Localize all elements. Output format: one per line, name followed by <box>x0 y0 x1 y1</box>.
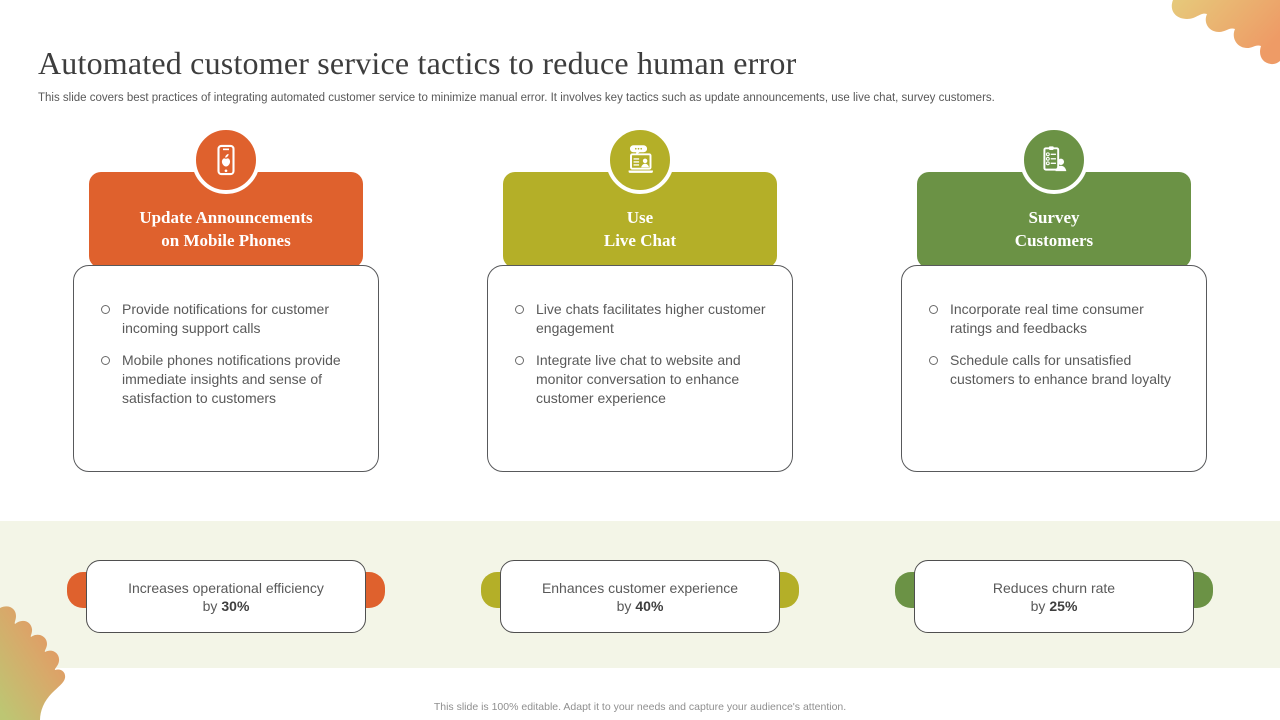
column-title-line2: Live Chat <box>603 231 677 250</box>
bullet-item: Mobile phones notifications provide imme… <box>101 351 354 408</box>
stat-by-label: by <box>616 597 632 614</box>
column-title-line2: Customers <box>1014 231 1094 250</box>
corner-blob-bottom-left <box>0 606 66 720</box>
column-card: Live chats facilitates higher customer e… <box>487 265 793 472</box>
bullet-item: Incorporate real time consumer ratings a… <box>929 300 1182 338</box>
stat-text: Increases operational efficiency <box>128 579 324 596</box>
bullet-list: Live chats facilitates higher customer e… <box>488 266 792 408</box>
column-title-line1: Update Announcements <box>139 208 313 227</box>
mobile-phone-icon <box>192 126 260 194</box>
bullet-item: Provide notifications for customer incom… <box>101 300 354 338</box>
bullet-item: Schedule calls for unsatisfied customers… <box>929 351 1182 389</box>
column-title-line1: Survey <box>1028 208 1080 227</box>
column-card: Incorporate real time consumer ratings a… <box>901 265 1207 472</box>
column-use-live-chat: Use Live Chat Live chats facilitates hig… <box>481 126 799 608</box>
page-title: Automated customer service tactics to re… <box>38 45 797 82</box>
column-title-line2: on Mobile Phones <box>161 231 291 250</box>
stat-text: Enhances customer experience <box>541 579 739 596</box>
footer-note: This slide is 100% editable. Adapt it to… <box>433 701 847 713</box>
bullet-item: Integrate live chat to website and monit… <box>515 351 768 408</box>
bullet-item: Live chats facilitates higher customer e… <box>515 300 768 338</box>
stat-by-label: by <box>202 597 218 614</box>
column-update-announcements: Update Announcements on Mobile Phones Pr… <box>67 126 385 608</box>
column-card: Provide notifications for customer incom… <box>73 265 379 472</box>
survey-checklist-icon <box>1020 126 1088 194</box>
bullet-list: Incorporate real time consumer ratings a… <box>902 266 1206 389</box>
live-chat-icon <box>606 126 674 194</box>
slide-subtitle: This slide covers best practices of inte… <box>38 91 995 104</box>
stat-by-label: by <box>1030 597 1046 614</box>
stat-value: 30% <box>221 597 250 614</box>
bullet-list: Provide notifications for customer incom… <box>74 266 378 408</box>
stat-value: 25% <box>1049 597 1078 614</box>
column-survey-customers: Survey Customers Incorporate real time c… <box>895 126 1213 608</box>
stat-value: 40% <box>635 597 664 614</box>
corner-blob-top-right <box>1171 0 1280 65</box>
stat-text: Reduces churn rate <box>992 579 1116 596</box>
column-title-line1: Use <box>626 208 654 227</box>
